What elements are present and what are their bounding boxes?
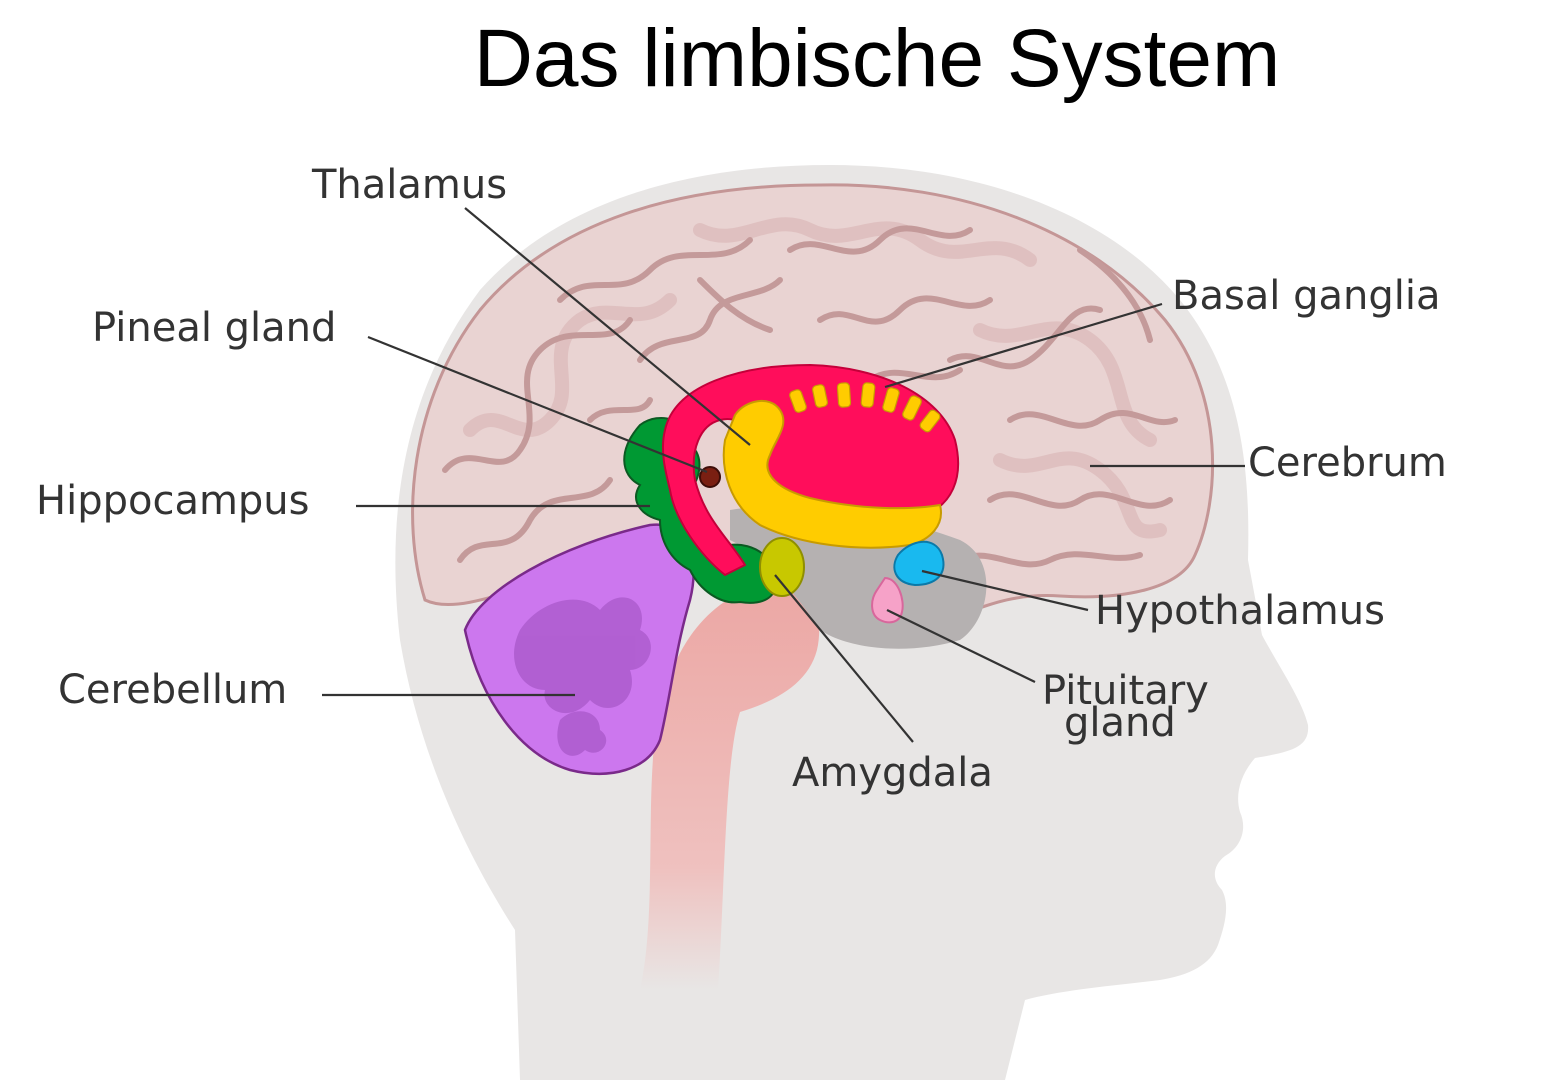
label-amygdala: Amygdala — [792, 750, 993, 796]
labels: Thalamus Pineal gland Hippocampus Cerebe… — [36, 162, 1447, 796]
label-cerebellum: Cerebellum — [58, 667, 287, 713]
basal-ganglia-dashes — [789, 382, 941, 433]
pituitary-shape — [871, 576, 904, 624]
cerebellum-arbor — [514, 597, 651, 756]
brainstem — [640, 583, 820, 990]
label-basal-ganglia: Basal ganglia — [1172, 273, 1441, 319]
leader-lines — [322, 207, 1245, 743]
amygdala-shape — [759, 537, 805, 597]
label-hippocampus: Hippocampus — [36, 478, 310, 524]
label-pituitary-line2: gland — [1064, 700, 1176, 746]
label-pineal-gland: Pineal gland — [92, 305, 336, 351]
thalamus-shape — [722, 400, 942, 549]
label-pituitary-line1: Pituitary — [1042, 668, 1209, 714]
label-cerebrum: Cerebrum — [1248, 440, 1447, 486]
label-hypothalamus: Hypothalamus — [1095, 588, 1385, 634]
label-thalamus: Thalamus — [311, 162, 507, 208]
page-title: Das limbische System — [473, 13, 1281, 104]
cerebrum-gyri — [442, 217, 1178, 568]
